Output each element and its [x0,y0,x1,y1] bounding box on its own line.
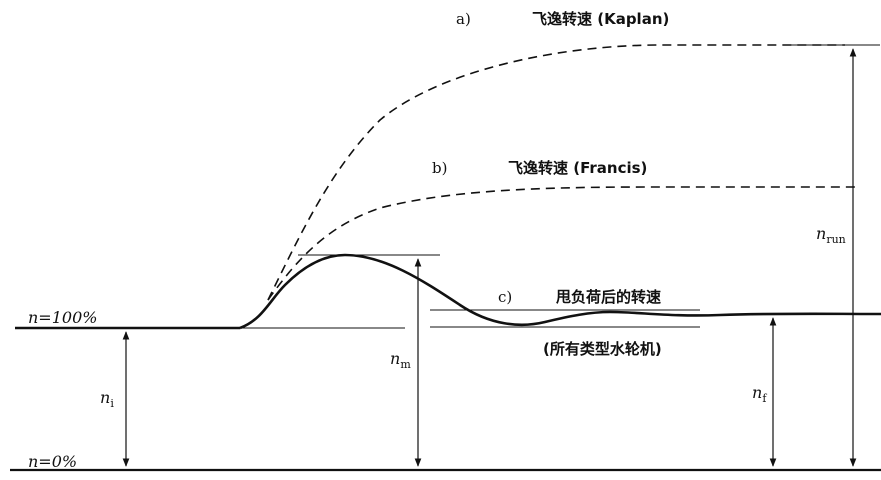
label-a-letter: a) [456,10,471,28]
label-n100: n=100% [28,308,97,327]
label-c-letter: c) [498,288,512,306]
label-ni: ni [100,388,114,410]
label-a-title: 飞逸转速 (Kaplan) [532,10,669,28]
label-nf: nf [752,383,767,405]
label-n0: n=0% [28,452,77,471]
label-nm: nm [390,349,411,371]
label-b-title: 飞逸转速 (Francis) [508,159,647,177]
label-b-letter: b) [432,159,447,177]
label-c-note: (所有类型水轮机) [543,340,662,358]
curve-b-francis [267,186,860,301]
label-c-title: 甩负荷后的转速 [555,288,661,306]
curve-c-load-rejection [239,253,881,330]
curve-a-kaplan [267,44,845,301]
label-nrun: nrun [816,224,846,246]
